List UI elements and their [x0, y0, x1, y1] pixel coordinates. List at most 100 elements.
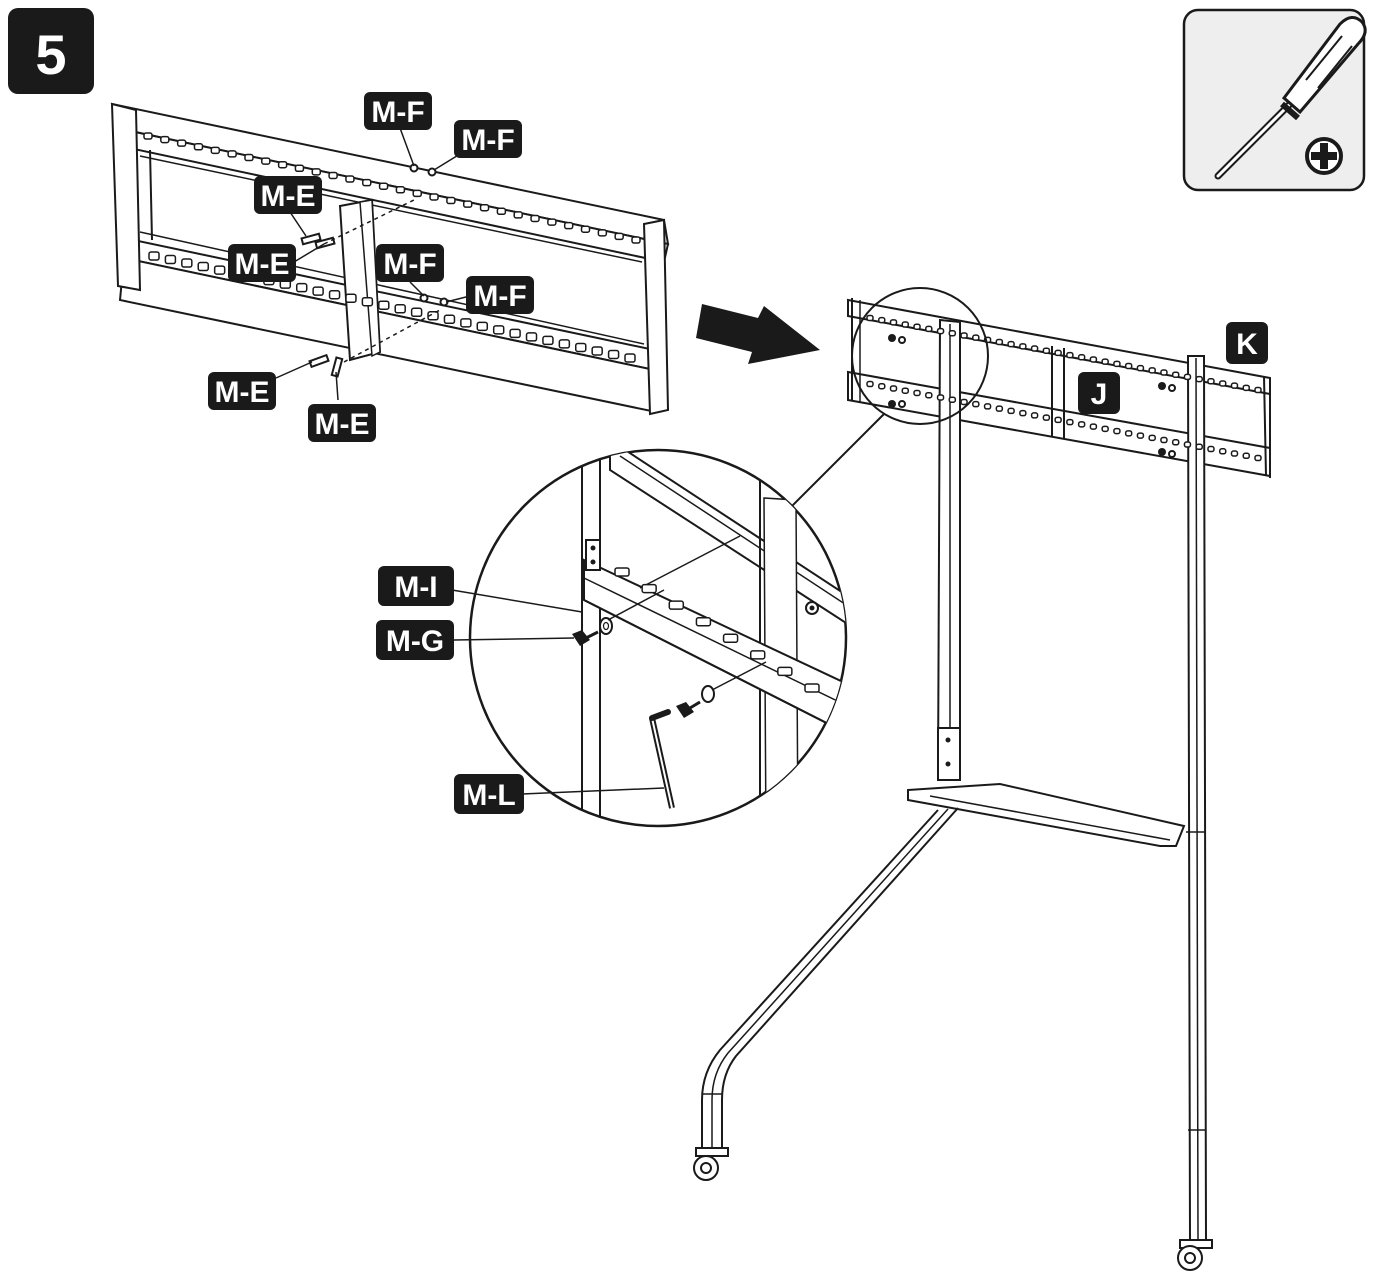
step-number: 5 — [35, 23, 66, 86]
leader-lines — [275, 127, 471, 401]
svg-text:M-G: M-G — [386, 625, 444, 658]
rail-slot — [295, 282, 308, 293]
rail-slot — [227, 150, 237, 158]
rail-slot — [362, 178, 372, 187]
rail-slot — [925, 325, 933, 333]
rail-slot — [312, 286, 324, 296]
rail-slot — [1207, 378, 1215, 385]
rail-slot — [213, 265, 226, 275]
rail-slot — [925, 391, 933, 399]
svg-text:M-F: M-F — [371, 96, 424, 129]
rail-slot — [311, 168, 322, 176]
rail-slot — [1136, 364, 1145, 372]
rail-slot — [261, 157, 271, 165]
rail-slot — [462, 200, 473, 208]
rail-slot — [777, 666, 793, 677]
rail-slot — [913, 389, 921, 397]
rail-slot — [277, 160, 288, 169]
rail-slot — [1089, 356, 1098, 363]
rail-slot — [1066, 351, 1074, 359]
rail-slot — [460, 318, 472, 328]
rail-slot — [1113, 360, 1121, 368]
label-m-f-3: M-F — [376, 244, 444, 282]
rail-slot — [1242, 452, 1250, 460]
rail-slot — [525, 332, 538, 342]
rail-slot — [866, 314, 874, 322]
label-m-e-2: M-E — [228, 244, 296, 282]
screw-m-f-2 — [427, 167, 437, 177]
rail-slot — [1230, 450, 1239, 457]
rail-slot — [1183, 373, 1192, 381]
arrow-right-icon — [696, 304, 820, 364]
label-m-f-4: M-F — [466, 276, 534, 314]
rail-slot — [1007, 340, 1015, 348]
svg-text:M-E: M-E — [261, 180, 316, 213]
rail-slot — [1230, 382, 1239, 389]
rail-slot — [1019, 343, 1027, 350]
rail-slot — [496, 207, 507, 216]
label-m-e-4: M-E — [308, 404, 376, 442]
rail-slot — [1124, 430, 1133, 437]
label-j: J — [1078, 372, 1120, 414]
rail-slot — [1195, 375, 1203, 383]
rail-slot — [597, 229, 608, 237]
rail-slot — [1254, 454, 1262, 462]
label-m-i: M-I — [378, 566, 454, 606]
rail-slot — [575, 342, 587, 353]
rail-slot — [1254, 386, 1262, 394]
rail-slot — [804, 683, 820, 693]
rail-slot — [558, 339, 571, 349]
svg-text:M-E: M-E — [215, 376, 270, 409]
rail-slot — [1066, 418, 1074, 426]
rail-slot — [492, 325, 505, 335]
rail-slot — [889, 385, 898, 392]
rail-slot — [889, 319, 898, 326]
rail-slot — [197, 261, 209, 272]
rail-slot — [1101, 358, 1109, 365]
rail-slot — [695, 616, 712, 627]
detail-zoom — [468, 448, 848, 828]
rail-slot — [1042, 414, 1051, 421]
rail-slot — [160, 135, 170, 144]
rail-slot — [443, 314, 456, 325]
callout-connector — [785, 413, 885, 513]
label-m-e-1: M-E — [254, 176, 322, 214]
rail-slot — [983, 403, 992, 410]
rail-slot — [1124, 362, 1133, 370]
rail-slot — [995, 338, 1004, 346]
rail-slot — [1171, 371, 1180, 378]
svg-text:M-E: M-E — [315, 408, 370, 441]
rail-slot — [1195, 443, 1203, 451]
rail-slot — [378, 300, 390, 310]
rail-slot — [143, 132, 153, 140]
rail-slot — [960, 398, 968, 406]
screwdriver-icon — [1214, 16, 1367, 180]
svg-text:M-F: M-F — [461, 124, 514, 157]
rail-slot — [614, 567, 630, 577]
rail-slot — [1160, 369, 1168, 376]
rail-slot — [878, 382, 886, 390]
rail-slot — [607, 349, 620, 360]
rail-slot — [580, 225, 591, 233]
rail-slot — [948, 330, 957, 337]
rail-slot — [749, 650, 766, 660]
rail-slot — [1007, 407, 1015, 415]
rail-slot — [614, 232, 624, 241]
rail-slot — [936, 394, 945, 401]
rail-slot — [509, 328, 521, 339]
caster-left-icon — [693, 1147, 729, 1181]
svg-text:M-L: M-L — [462, 779, 515, 812]
rail-slot — [476, 321, 489, 332]
rail-slot — [345, 293, 357, 303]
rail-slot — [410, 307, 423, 318]
rail-slot — [446, 196, 456, 205]
rail-slot — [913, 323, 921, 330]
rail-slot — [972, 400, 980, 408]
label-m-f-2: M-F — [454, 120, 522, 158]
rail-slot — [1054, 349, 1062, 357]
rail-slot — [244, 153, 254, 162]
rail-slot — [1101, 425, 1109, 433]
rail-slot — [1136, 432, 1145, 439]
rail-slot — [210, 146, 221, 155]
